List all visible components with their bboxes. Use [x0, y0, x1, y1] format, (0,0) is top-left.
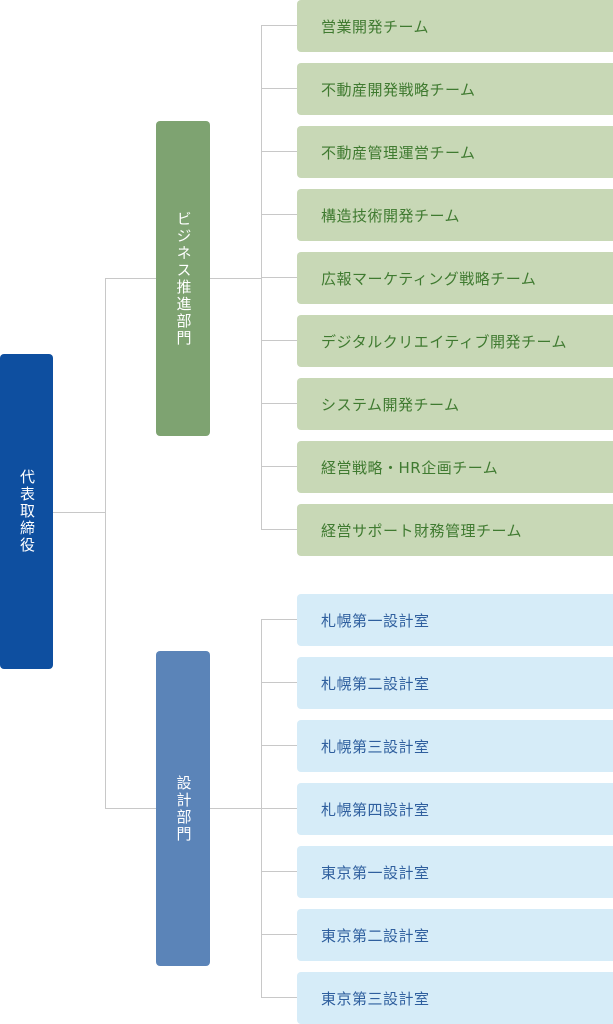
team-label: 札幌第二設計室 [321, 674, 430, 693]
team-connector [261, 214, 297, 215]
dept-design-connector [105, 808, 156, 809]
team-label: 広報マーケティング戦略チーム [321, 269, 537, 288]
team-label: 経営サポート財務管理チーム [321, 521, 523, 540]
team-box: 東京第二設計室 [297, 909, 613, 961]
team-box: 札幌第四設計室 [297, 783, 613, 835]
team-box: 札幌第三設計室 [297, 720, 613, 772]
team-connector [261, 682, 297, 683]
business-branch-connector [209, 278, 261, 279]
team-label: 不動産管理運営チーム [321, 143, 476, 162]
team-label: 札幌第三設計室 [321, 737, 430, 756]
team-box: 札幌第一設計室 [297, 594, 613, 646]
team-connector [261, 619, 297, 620]
team-box: システム開発チーム [297, 378, 613, 430]
team-connector [261, 934, 297, 935]
team-label: 札幌第一設計室 [321, 611, 430, 630]
dept-business-label: ビジネス推進部門 [174, 210, 193, 347]
team-connector [261, 745, 297, 746]
team-connector [261, 25, 297, 26]
team-label: 構造技術開発チーム [321, 206, 461, 225]
team-box: 不動産管理運営チーム [297, 126, 613, 178]
team-label: 東京第二設計室 [321, 926, 430, 945]
team-label: 東京第三設計室 [321, 989, 430, 1008]
team-box: 東京第三設計室 [297, 972, 613, 1024]
team-box: 不動産開発戦略チーム [297, 63, 613, 115]
design-branch-connector [209, 808, 261, 809]
team-connector [261, 277, 297, 278]
team-connector [261, 88, 297, 89]
dept-business-box: ビジネス推進部門 [156, 121, 210, 436]
team-connector [261, 151, 297, 152]
team-label: 経営戦略・HR企画チーム [321, 458, 499, 477]
team-box: 札幌第二設計室 [297, 657, 613, 709]
ceo-connector [53, 512, 105, 513]
team-connector [261, 403, 297, 404]
dept-design-label: 設計部門 [174, 774, 193, 843]
trunk-vertical [105, 278, 106, 809]
ceo-label: 代表取締役 [18, 469, 36, 554]
team-box: 営業開発チーム [297, 0, 613, 52]
dept-design-box: 設計部門 [156, 651, 210, 966]
team-label: 札幌第四設計室 [321, 800, 430, 819]
team-connector [261, 466, 297, 467]
team-connector [261, 871, 297, 872]
team-connector [261, 340, 297, 341]
dept-business-connector [105, 278, 156, 279]
team-box: 経営戦略・HR企画チーム [297, 441, 613, 493]
team-box: デジタルクリエイティブ開発チーム [297, 315, 613, 367]
team-label: 営業開発チーム [321, 17, 430, 36]
team-box: 東京第一設計室 [297, 846, 613, 898]
team-box: 広報マーケティング戦略チーム [297, 252, 613, 304]
team-label: デジタルクリエイティブ開発チーム [321, 332, 568, 351]
team-label: 不動産開発戦略チーム [321, 80, 476, 99]
team-connector [261, 529, 297, 530]
team-box: 経営サポート財務管理チーム [297, 504, 613, 556]
team-connector [261, 808, 297, 809]
team-connector [261, 997, 297, 998]
ceo-box: 代表取締役 [0, 354, 53, 669]
team-label: 東京第一設計室 [321, 863, 430, 882]
team-box: 構造技術開発チーム [297, 189, 613, 241]
team-label: システム開発チーム [321, 395, 460, 414]
